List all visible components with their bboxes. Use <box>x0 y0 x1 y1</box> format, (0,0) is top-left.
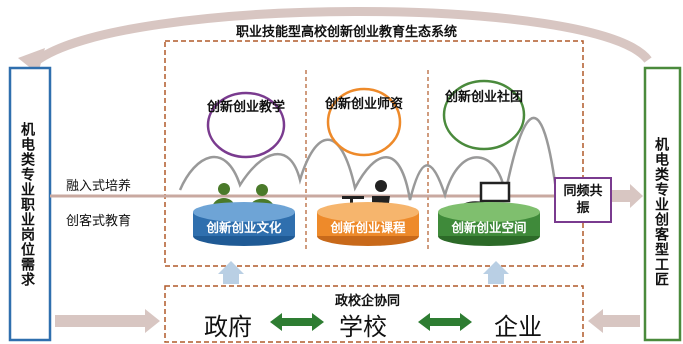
platform-space <box>438 202 540 246</box>
platform-course-label: 创新创业课程 <box>330 220 406 235</box>
oval-teachers <box>326 87 402 157</box>
left-label-integrated: 融入式培养 <box>66 179 132 194</box>
platform-space-label: 创新创业空间 <box>451 220 527 235</box>
oval-teaching-label: 创新创业教学 <box>206 100 285 115</box>
bottom-right-arrow <box>588 309 640 333</box>
right-box-label: 机电类专业创客型工匠 <box>653 137 669 287</box>
feedback-arrow <box>32 7 652 66</box>
platform-culture-label: 创新创业文化 <box>206 220 282 235</box>
double-arrow-1 <box>270 313 324 331</box>
up-arrow-1 <box>218 261 244 284</box>
left-box-label: 机电类专业职业岗位需求 <box>19 121 35 287</box>
oval-clubs-label: 创新创业社团 <box>444 90 523 105</box>
school-label: 学校 <box>339 313 387 341</box>
collab-title: 政校企协同 <box>335 294 401 309</box>
resonance-box <box>554 177 612 223</box>
oval-clubs <box>442 79 526 151</box>
platform-course <box>317 202 419 246</box>
right-box <box>643 66 682 342</box>
left-label-maker: 创客式教育 <box>66 214 132 229</box>
left-box <box>8 66 52 342</box>
system-title: 职业技能型高校创新创业教育生态系统 <box>236 25 458 40</box>
bottom-left-arrow <box>55 309 160 333</box>
collab-frame <box>164 285 584 343</box>
enterprise-label: 企业 <box>494 313 542 341</box>
oval-teachers-label: 创新创业师资 <box>324 97 403 112</box>
gov-label: 政府 <box>204 313 252 341</box>
platform-culture <box>193 202 295 246</box>
oval-teaching <box>206 91 286 159</box>
double-arrow-2 <box>418 313 472 331</box>
up-arrow-2 <box>483 261 509 284</box>
ecosystem-frame <box>164 40 584 267</box>
right-output-arrow <box>612 184 643 208</box>
resonance-label: 同频共振 <box>563 184 603 216</box>
